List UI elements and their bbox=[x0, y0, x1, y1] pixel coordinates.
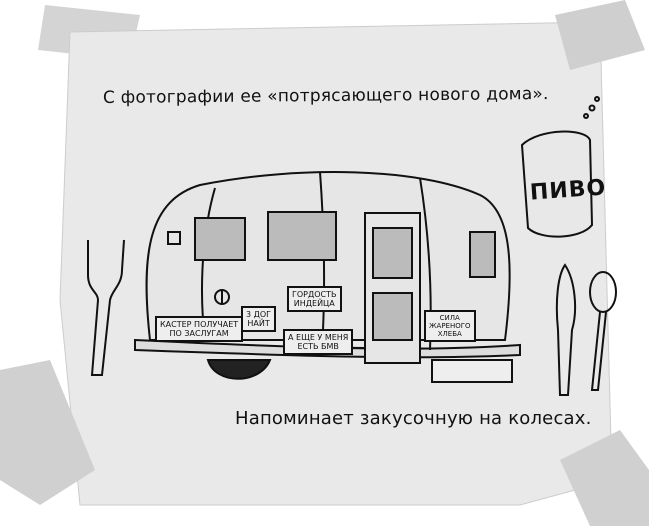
spoon-icon bbox=[589, 271, 617, 313]
window-middle bbox=[267, 211, 337, 261]
sticker-3-dog-night: 3 ДОГ НАЙТ bbox=[241, 306, 277, 332]
sticker-line: ХЛЕБА bbox=[437, 330, 462, 338]
sticker-fried-bread: СИЛА ЖАРЕНОГО ХЛЕБА bbox=[424, 310, 476, 342]
sticker-line: ГОРДОСТЬ bbox=[292, 290, 337, 299]
sticker-line: КАСТЕР ПОЛУЧАЕТ bbox=[160, 320, 239, 329]
tape-top-right bbox=[555, 0, 645, 70]
beer-can bbox=[520, 130, 594, 238]
caption-top: С фотографии ее «потрясающего нового дом… bbox=[102, 84, 549, 108]
caption-bottom: Напоминает закусочную на колесах. bbox=[235, 408, 592, 429]
sticker-indian-pride: ГОРДОСТЬ ИНДЕЙЦА bbox=[287, 286, 342, 312]
sticker-bmw: А ЕЩЕ У МЕНЯ ЕСТЬ БМВ bbox=[283, 329, 354, 355]
sticker-line: ПО ЗАСЛУГАМ bbox=[169, 329, 229, 338]
knife-icon bbox=[555, 263, 577, 396]
sticker-line: 3 ДОГ bbox=[246, 310, 272, 319]
sticker-line: А ЕЩЕ У МЕНЯ bbox=[288, 333, 349, 342]
sticker-line: НАЙТ bbox=[247, 319, 270, 328]
sticker-line: СИЛА bbox=[439, 314, 460, 322]
window-left bbox=[194, 217, 246, 261]
sticker-line: ИНДЕЙЦА bbox=[293, 299, 335, 308]
sticker-line: ЕСТЬ БМВ bbox=[297, 342, 339, 351]
window-right bbox=[469, 231, 496, 278]
fork-icon bbox=[87, 239, 125, 376]
trailer-wheel bbox=[206, 359, 272, 380]
beer-can-label: ПИВО bbox=[529, 175, 608, 206]
sticker-line: ЖАРЕНОГО bbox=[429, 322, 471, 330]
tape-bottom-right bbox=[560, 430, 649, 526]
tape-bottom-left bbox=[0, 360, 95, 505]
sticker-custer: КАСТЕР ПОЛУЧАЕТ ПО ЗАСЛУГАМ bbox=[155, 316, 244, 342]
